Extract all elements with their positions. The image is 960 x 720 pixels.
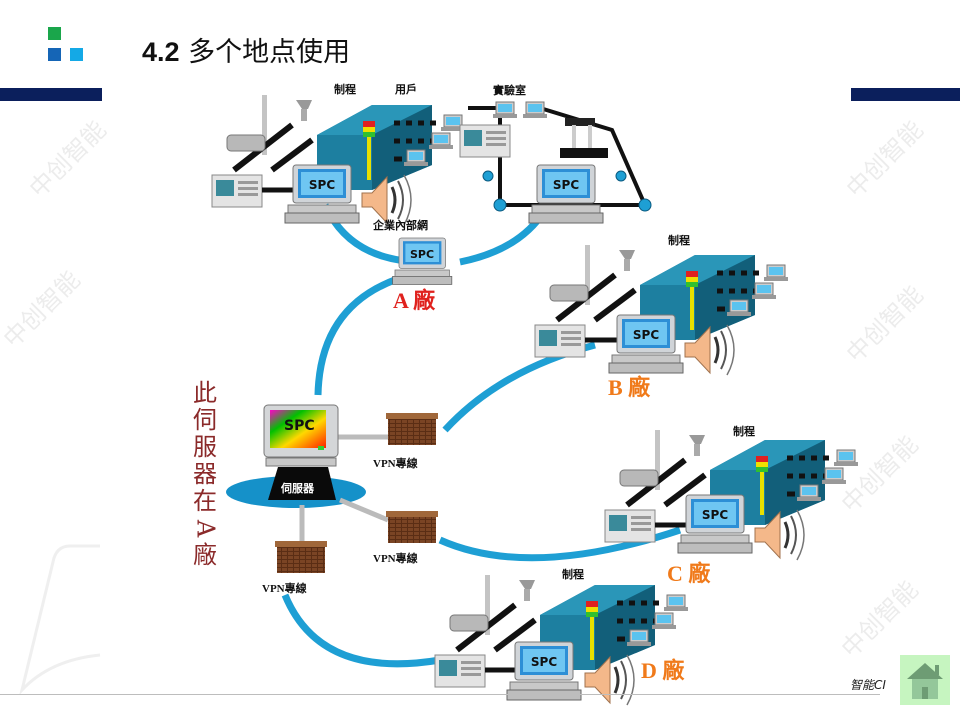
site-b-spc-pc: SPC: [608, 314, 684, 374]
lab-spc-pc: SPC: [528, 164, 604, 224]
site-c-process-label: 制程: [733, 425, 755, 438]
site-d-process-label: 制程: [562, 568, 584, 581]
home-icon: [907, 663, 943, 699]
vpn-label-2: VPN專線: [373, 553, 418, 565]
svg-text:SPC: SPC: [553, 178, 579, 192]
header-band-right: [851, 88, 960, 101]
site-c-spc-pc: SPC: [677, 494, 753, 554]
decorative-outline: [19, 544, 101, 696]
home-button[interactable]: [900, 655, 950, 705]
intranet-spc-pc: SPC: [392, 237, 453, 285]
header-band-left: [0, 88, 102, 101]
site-a-user-label: 用戶: [395, 83, 417, 96]
plant-a-label: A 廠: [393, 288, 436, 313]
site-d-spc-pc: SPC: [506, 641, 582, 701]
title-number: 4.2: [142, 37, 180, 67]
site-a-process-label: 制程: [334, 83, 356, 96]
vpn-box-1: [386, 413, 438, 445]
site-b-process-label: 制程: [668, 234, 690, 247]
page-title: 4.2 多个地点使用: [142, 30, 350, 69]
plant-c-label: C 廠: [667, 561, 711, 586]
plant-d-label: D 廠: [641, 658, 685, 683]
server-location-caption: 此 伺 服 器 在 A 廠: [191, 379, 220, 569]
svg-text:SPC: SPC: [309, 178, 335, 192]
link-vpn-to-site-d: [281, 593, 441, 668]
logo-square-blue: [48, 48, 61, 61]
server-base-label: 伺服器: [281, 482, 314, 495]
vpn-box-3: [275, 541, 327, 573]
vpn-label-1: VPN專線: [373, 458, 418, 470]
logo-square-cyan: [70, 48, 83, 61]
lab-label: 實驗室: [493, 84, 526, 97]
svg-text:SPC: SPC: [702, 508, 728, 522]
vpn-box-2: [386, 511, 438, 543]
footer-text: 智能CI: [850, 678, 886, 692]
link-intranet-to-server: [314, 271, 411, 396]
svg-text:SPC: SPC: [410, 248, 434, 261]
logo-square-green: [48, 27, 61, 40]
link-vpn-to-site-b: [442, 341, 596, 433]
svg-text:SPC: SPC: [531, 655, 557, 669]
site-a-spc-pc: SPC: [284, 164, 360, 224]
vpn-label-3: VPN專線: [262, 583, 307, 595]
intranet-label: 企業內部網: [373, 219, 428, 232]
server-node: [226, 404, 389, 543]
title-text: 多个地点使用: [188, 37, 351, 68]
server-spc-label: SPC: [284, 418, 315, 434]
plant-b-label: B 廠: [608, 375, 651, 400]
svg-text:SPC: SPC: [633, 328, 659, 342]
footer-divider: [0, 694, 880, 695]
